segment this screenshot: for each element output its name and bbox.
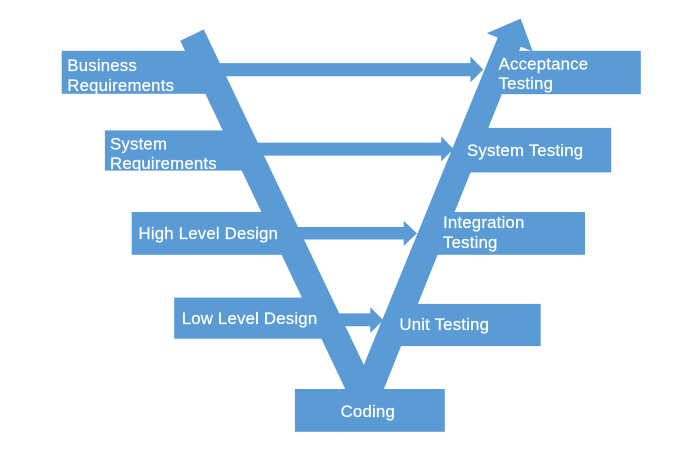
svg-text:Requirements: Requirements xyxy=(110,154,217,173)
svg-text:Acceptance: Acceptance xyxy=(499,54,589,73)
svg-text:Unit Testing: Unit Testing xyxy=(399,315,489,334)
svg-text:Testing: Testing xyxy=(443,233,498,252)
svg-text:Testing: Testing xyxy=(499,74,554,93)
svg-text:Integration: Integration xyxy=(443,213,525,232)
svg-text:Coding: Coding xyxy=(341,402,395,421)
svg-text:System Testing: System Testing xyxy=(467,141,583,160)
svg-text:Low Level Design: Low Level Design xyxy=(182,309,318,328)
svg-text:Requirements: Requirements xyxy=(67,76,174,95)
svg-text:High Level Design: High Level Design xyxy=(139,224,279,243)
svg-text:System: System xyxy=(110,134,167,153)
svg-text:Business: Business xyxy=(67,56,137,75)
